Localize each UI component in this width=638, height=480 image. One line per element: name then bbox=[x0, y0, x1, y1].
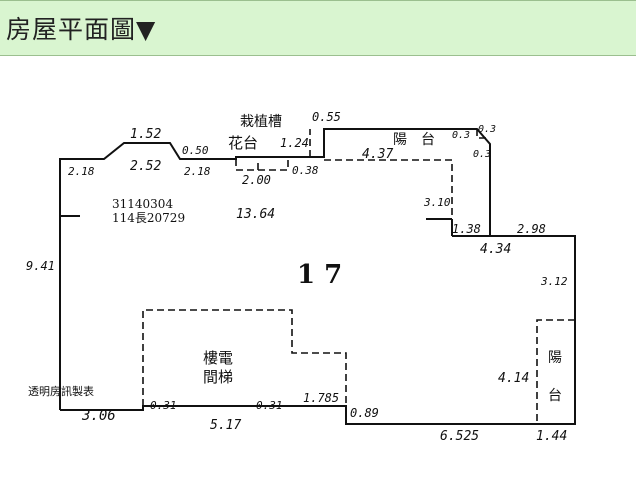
dim-label: 2.18 bbox=[184, 165, 211, 178]
dim-label: 4.34 bbox=[480, 242, 511, 257]
serial-line-1: 31140304 bbox=[112, 197, 173, 211]
floor-plan: 栽植槽 花台 陽 台 陽 台 樓電 間梯 1 7 31140304 114長20… bbox=[0, 56, 638, 480]
outer-walls bbox=[59, 128, 576, 425]
dim-label: 2.18 bbox=[68, 165, 95, 178]
dim-label: 2.98 bbox=[517, 222, 546, 236]
dim-label: 1.24 bbox=[280, 136, 309, 150]
dim-label: 0.31 bbox=[150, 399, 177, 412]
dim-label: 4.37 bbox=[362, 147, 393, 162]
dim-label: 3.10 bbox=[423, 196, 451, 209]
dim-label: 2.52 bbox=[130, 159, 161, 174]
balcony-right-label-1: 陽 bbox=[548, 350, 562, 366]
dim-label: 1.44 bbox=[536, 429, 567, 444]
unit-number: 1 7 bbox=[297, 260, 342, 290]
dim-label: 9.41 bbox=[26, 259, 55, 273]
footer-note: 透明房訊製表 bbox=[28, 384, 94, 398]
serial-line-2: 114長20729 bbox=[112, 211, 185, 225]
dim-label: 2.00 bbox=[242, 173, 271, 187]
dim-label: 13.64 bbox=[236, 207, 275, 222]
inner-dashed bbox=[142, 129, 575, 424]
dim-label: 0.38 bbox=[292, 164, 319, 177]
dim-label: 1.785 bbox=[303, 391, 339, 405]
dim-label: 3.06 bbox=[81, 408, 116, 424]
planter-label: 栽植槽 bbox=[240, 114, 282, 130]
dim-label: 1.52 bbox=[130, 127, 161, 142]
balcony-right-label-2: 台 bbox=[548, 388, 562, 404]
elevator-label-1: 樓電 bbox=[203, 349, 233, 367]
dim-label: 6.525 bbox=[440, 429, 479, 444]
flower-bed-label: 花台 bbox=[228, 134, 258, 152]
dim-label: 0.55 bbox=[312, 110, 341, 124]
dim-label: 3.12 bbox=[540, 275, 568, 288]
balcony-top-label: 陽 台 bbox=[393, 132, 435, 148]
dim-label: 0.89 bbox=[350, 406, 379, 420]
page-header: 房屋平面圖▼ bbox=[0, 0, 636, 56]
dim-label: 0.3 bbox=[478, 124, 496, 135]
dim-label: 5.17 bbox=[210, 418, 241, 433]
dim-label: 0.3 bbox=[473, 149, 491, 160]
floor-plan-drawing: 栽植槽 花台 陽 台 陽 台 樓電 間梯 1 7 31140304 114長20… bbox=[26, 110, 576, 444]
dim-label: 0.3 bbox=[452, 130, 470, 141]
dim-label: 1.38 bbox=[452, 222, 481, 236]
page-title: 房屋平面圖▼ bbox=[6, 15, 157, 44]
dim-label: 0.50 bbox=[182, 144, 209, 157]
dim-label: 0.31 bbox=[256, 399, 283, 412]
elevator-label-2: 間梯 bbox=[203, 368, 233, 386]
dim-label: 4.14 bbox=[498, 371, 529, 386]
